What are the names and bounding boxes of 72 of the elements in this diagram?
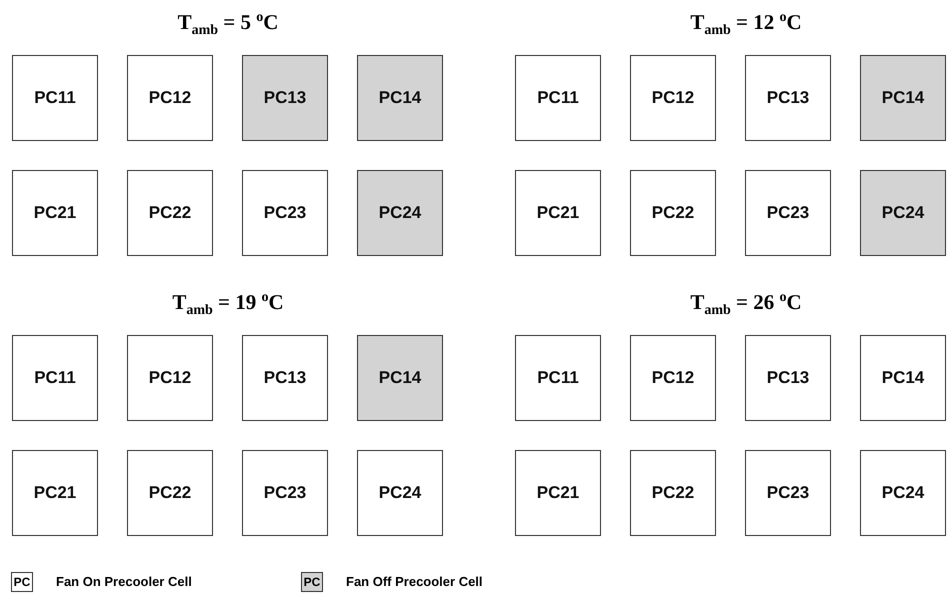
cell-label: PC [14, 575, 30, 589]
precooler-cell [860, 55, 946, 141]
precooler-cell [745, 170, 831, 256]
precooler-cell [242, 335, 328, 421]
legend-text: Fan Off Precooler Cell [346, 574, 483, 589]
precooler-cell [242, 450, 328, 536]
precooler-cell [357, 335, 443, 421]
cell-label: PC12 [148, 368, 192, 388]
precooler-cell [630, 335, 716, 421]
cell-label: PC23 [766, 483, 810, 503]
cell-label: PC14 [378, 88, 422, 108]
cell-label: PC23 [264, 483, 306, 503]
cell-label: PC24 [882, 203, 924, 223]
cell-label: PC21 [34, 483, 76, 503]
precooler-cell [515, 170, 601, 256]
precooler-cell [630, 170, 716, 256]
cell-label: PC12 [652, 368, 694, 388]
cell-label: PC14 [378, 368, 422, 388]
precooler-cell [127, 170, 213, 256]
precooler-cell [12, 450, 98, 536]
precooler-cell [357, 170, 443, 256]
cell-label: PC11 [34, 88, 76, 108]
cell-label: PC24 [882, 483, 924, 503]
precooler-cell [515, 450, 601, 536]
cell-label: PC22 [652, 483, 694, 503]
cell-label: PC13 [264, 88, 306, 108]
precooler-cell [515, 335, 601, 421]
panel-title: T$_{amb}$ = 19 $^{o}$C [171, 290, 285, 320]
cell-label: PC22 [148, 203, 192, 223]
panel-title: T$_{amb}$ = 26 $^{o}$C [689, 290, 803, 320]
cell-label: PC22 [652, 203, 694, 223]
precooler-cell [12, 170, 98, 256]
precooler-cell [630, 450, 716, 536]
precooler-cell [745, 55, 831, 141]
precooler-cell [12, 55, 98, 141]
cell-label: PC12 [652, 88, 694, 108]
precooler-cell [357, 450, 443, 536]
cell-label: PC11 [537, 368, 579, 388]
precooler-cell [127, 450, 213, 536]
panel-title: T$_{amb}$ = 5 $^{o}$C [176, 10, 280, 40]
cell-label: PC11 [34, 368, 76, 388]
precooler-cell [127, 335, 213, 421]
cell-label: PC13 [766, 88, 810, 108]
cell-label: PC23 [264, 203, 306, 223]
cell-label: PC12 [148, 88, 192, 108]
cell-label: PC11 [537, 88, 579, 108]
precooler-cell [12, 335, 98, 421]
precooler-cell [860, 450, 946, 536]
precooler-cell [745, 335, 831, 421]
precooler-cell [630, 55, 716, 141]
cell-label: PC22 [148, 483, 192, 503]
precooler-cell [860, 335, 946, 421]
precooler-cell [515, 55, 601, 141]
cell-label: PC21 [536, 483, 580, 503]
cell-label: PC14 [882, 88, 924, 108]
precooler-cell [242, 170, 328, 256]
cell-label: PC13 [766, 368, 810, 388]
cell-label: PC21 [34, 203, 76, 223]
cell-label: PC13 [264, 368, 306, 388]
cell-label: PC24 [378, 483, 422, 503]
panel-title: T$_{amb}$ = 12 $^{o}$C [689, 10, 803, 40]
cell-label: PC23 [766, 203, 810, 223]
cell-label: PC21 [536, 203, 580, 223]
precooler-cell [357, 55, 443, 141]
precooler-cell [127, 55, 213, 141]
cell-label: PC24 [378, 203, 422, 223]
precooler-cell [242, 55, 328, 141]
cell-label: PC [304, 575, 320, 589]
cell-label: PC14 [882, 368, 924, 388]
precooler-cell [860, 170, 946, 256]
legend-text: Fan On Precooler Cell [56, 574, 192, 589]
precooler-cell [745, 450, 831, 536]
